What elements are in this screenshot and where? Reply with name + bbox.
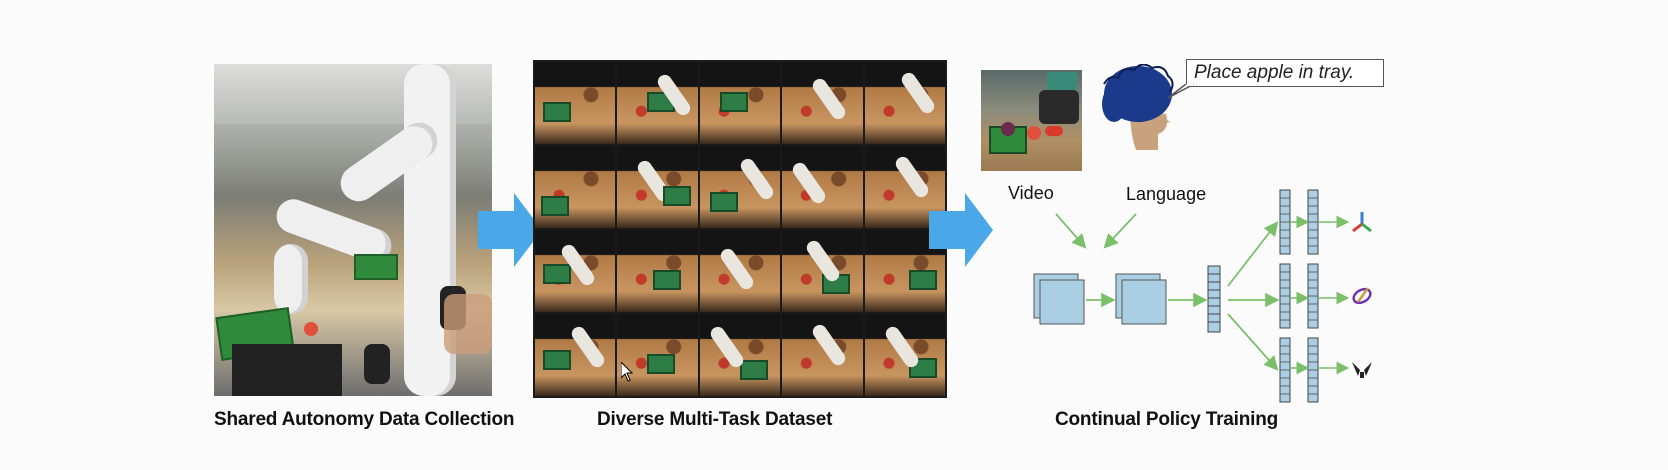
conv-block-1 (1033, 273, 1085, 325)
policy-network-diagram (1033, 189, 1372, 403)
dataset-cell (535, 146, 616, 228)
speech-tail (1168, 84, 1194, 99)
gripper-icon (1352, 362, 1372, 378)
arrow-right-icon (929, 193, 993, 267)
dataset-cell (535, 230, 616, 312)
caption-training: Continual Policy Training (1055, 409, 1279, 430)
dataset-cell (535, 314, 616, 396)
dataset-cell (617, 230, 698, 312)
dataset-cell (782, 230, 863, 312)
dataset-cell (782, 62, 863, 144)
video-thumbnail (981, 70, 1082, 171)
rotation-icon (1352, 287, 1372, 305)
dataset-cell (699, 230, 781, 312)
axes-icon (1352, 212, 1372, 233)
head-1 (1279, 189, 1350, 255)
dataset-cell (864, 62, 945, 144)
dataset-cell (864, 314, 945, 396)
dataset-cell (699, 314, 781, 396)
dataset-cell (699, 62, 781, 144)
dataset-cell (617, 146, 698, 228)
instruction-speech-bubble: Place apple in tray. (1186, 59, 1384, 87)
dataset-cell (782, 146, 863, 228)
language-label: Language (1126, 184, 1207, 204)
video-input-arrow (1055, 213, 1087, 249)
caption-dataset: Diverse Multi-Task Dataset (597, 409, 833, 430)
mouse-cursor-icon (621, 362, 634, 382)
dataset-cell (699, 146, 781, 228)
video-label: Video (1008, 183, 1054, 203)
dataset-image-grid (533, 60, 947, 398)
language-input-arrow (1103, 213, 1137, 249)
dataset-cell (617, 62, 698, 144)
head-2 (1279, 263, 1350, 329)
conv-block-2 (1115, 273, 1167, 325)
dataset-cell (782, 314, 863, 396)
caption-collection: Shared Autonomy Data Collection (214, 409, 515, 430)
dataset-cell (617, 314, 698, 396)
robot-teleop-photo (214, 64, 492, 396)
arrow-right-icon (478, 193, 542, 267)
feature-vector (1207, 265, 1221, 333)
dataset-cell (535, 62, 616, 144)
head-3 (1279, 337, 1350, 403)
person-head-icon (1102, 64, 1174, 150)
